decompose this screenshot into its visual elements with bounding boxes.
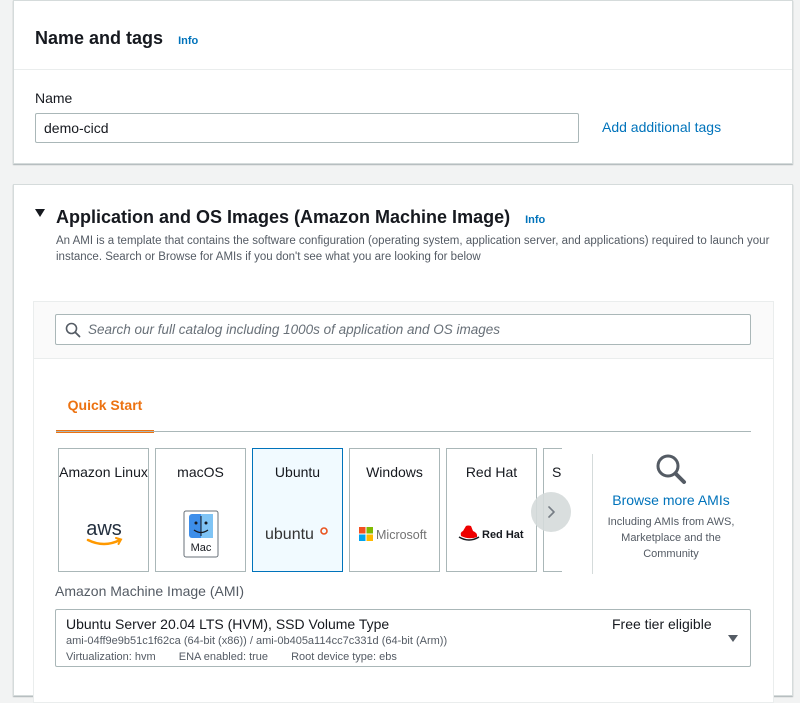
os-tiles-carousel: Amazon Linux aws macOS: [58, 448, 562, 576]
info-link[interactable]: Info: [178, 35, 199, 47]
os-tile-ubuntu[interactable]: Ubuntu ubuntu: [252, 448, 343, 572]
tile-label: S: [552, 464, 562, 480]
os-tile-amazon-linux[interactable]: Amazon Linux aws: [58, 448, 149, 572]
panel-title: Name and tags Info: [35, 28, 198, 49]
collapse-caret-icon[interactable]: [35, 209, 45, 217]
tab-quick-start-label: Quick Start: [67, 397, 143, 413]
tabs-divider: [56, 431, 751, 432]
red-hat-logo-text: Red Hat: [482, 529, 524, 541]
name-input[interactable]: [35, 113, 579, 143]
ami-panel: Application and OS Images (Amazon Machin…: [13, 184, 793, 703]
tile-label: Red Hat: [465, 464, 518, 480]
free-tier-badge: Free tier eligible: [612, 616, 712, 632]
os-tile-windows[interactable]: Windows Microsoft: [349, 448, 440, 572]
name-label: Name: [35, 90, 73, 106]
ami-meta: Virtualization: hvm ENA enabled: true Ro…: [66, 651, 417, 663]
ami-name: Ubuntu Server 20.04 LTS (HVM), SSD Volum…: [66, 616, 390, 632]
tile-label: macOS: [177, 464, 224, 480]
ubuntu-logo-text: ubuntu: [265, 526, 314, 543]
search-icon: [65, 322, 81, 338]
mac-logo-text: Mac: [190, 542, 211, 554]
chevron-right-icon: [548, 506, 555, 518]
red-hat-logo-icon: Red Hat: [447, 509, 536, 559]
ami-section-description: An AMI is a template that contains the s…: [56, 235, 770, 263]
tiles-divider: [592, 454, 593, 574]
panel-header: Name and tags Info: [14, 1, 792, 70]
ami-selector-container: Search our full catalog including 1000s …: [33, 301, 774, 703]
mac-finder-icon: Mac: [156, 509, 245, 559]
microsoft-logo-text: Microsoft: [376, 528, 427, 542]
ami-search-input[interactable]: Search our full catalog including 1000s …: [55, 314, 751, 345]
microsoft-logo-icon: Microsoft: [350, 509, 439, 559]
tab-quick-start[interactable]: Quick Start: [56, 396, 154, 433]
ami-root-device: Root device type: ebs: [291, 651, 397, 663]
add-additional-tags-link[interactable]: Add additional tags: [602, 119, 722, 135]
browse-more-amis-area: Browse more AMIs Including AMIs from AWS…: [596, 452, 746, 562]
caret-down-icon: [728, 635, 738, 642]
magnifier-icon: [656, 454, 686, 484]
browse-more-amis-link[interactable]: Browse more AMIs: [612, 492, 730, 508]
ami-virtualization: Virtualization: hvm: [66, 651, 156, 663]
aws-logo-icon: aws: [59, 509, 148, 559]
tile-label: Ubuntu: [274, 464, 321, 480]
aws-logo-text: aws: [86, 518, 122, 540]
search-placeholder: Search our full catalog including 1000s …: [88, 322, 501, 337]
ami-ids: ami-04ff9e9b51c1f62ca (64-bit (x86)) / a…: [66, 635, 448, 647]
ami-section-title-text: Application and OS Images (Amazon Machin…: [56, 207, 511, 227]
tile-label: Amazon Linux: [59, 464, 148, 480]
carousel-next-button[interactable]: [531, 492, 571, 532]
ami-select[interactable]: Ubuntu Server 20.04 LTS (HVM), SSD Volum…: [55, 609, 751, 667]
name-and-tags-panel: Name and tags Info Name Add additional t…: [13, 0, 793, 164]
ami-ena: ENA enabled: true: [178, 651, 269, 663]
info-link[interactable]: Info: [525, 214, 546, 226]
ami-section-title: Application and OS Images (Amazon Machin…: [56, 207, 545, 228]
browse-more-description: Including AMIs from AWS, Marketplace and…: [607, 516, 735, 560]
ubuntu-logo-icon: ubuntu: [253, 509, 342, 559]
panel-title-text: Name and tags: [35, 28, 164, 48]
os-tile-macos[interactable]: macOS Mac: [155, 448, 246, 572]
os-tile-red-hat[interactable]: Red Hat Red Hat: [446, 448, 537, 572]
tile-label: Windows: [366, 464, 423, 480]
ami-select-label: Amazon Machine Image (AMI): [55, 583, 245, 599]
